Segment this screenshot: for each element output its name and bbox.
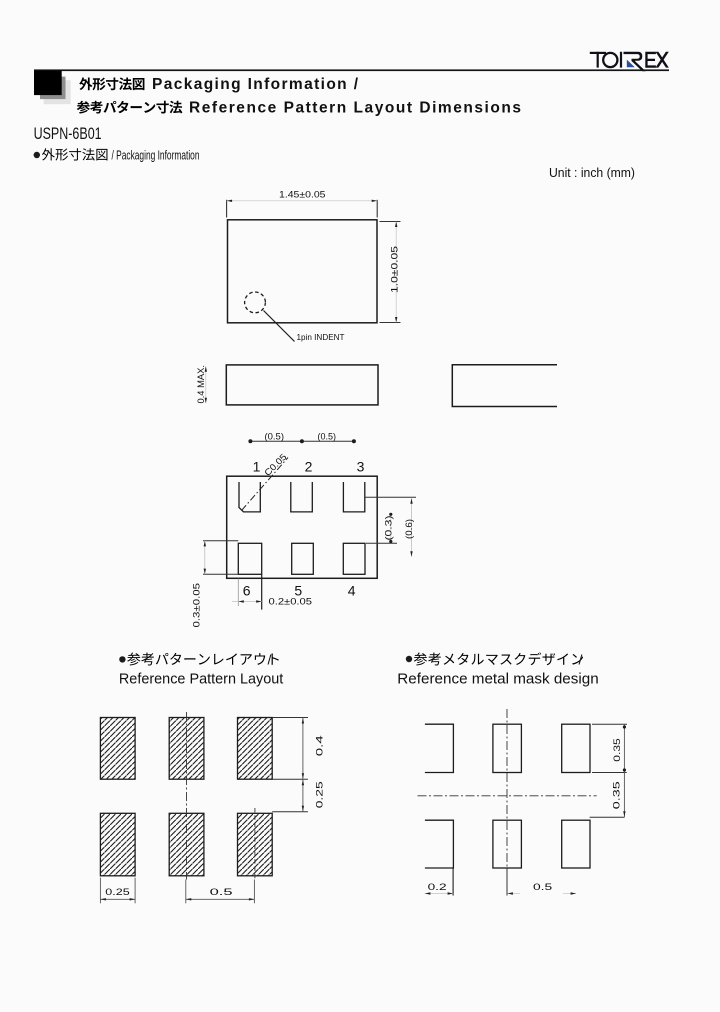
svg-text:Reference Pattern Layout: Reference Pattern Layout — [119, 671, 284, 688]
svg-text:(0.5): (0.5) — [265, 431, 285, 441]
svg-text:0.5: 0.5 — [533, 882, 552, 893]
svg-text:0.2±0.05: 0.2±0.05 — [269, 597, 313, 608]
svg-text:(0.6): (0.6) — [404, 519, 414, 539]
svg-text:2: 2 — [305, 459, 313, 475]
svg-text:0.5: 0.5 — [210, 887, 233, 898]
svg-text:0.2: 0.2 — [428, 882, 447, 893]
svg-text:1.0±0.05: 1.0±0.05 — [389, 246, 400, 293]
svg-text:0.35: 0.35 — [612, 738, 622, 761]
svg-text:/ Packaging Information: / Packaging Information — [112, 148, 200, 163]
svg-text:6: 6 — [243, 583, 251, 599]
svg-text:1.45±0.05: 1.45±0.05 — [279, 190, 326, 201]
svg-text:0.4: 0.4 — [315, 735, 326, 756]
svg-text:Packaging Information /: Packaging Information / — [152, 76, 359, 93]
svg-text:(0.5): (0.5) — [318, 431, 337, 441]
svg-text:1: 1 — [253, 459, 261, 475]
svg-text:1pin INDENT: 1pin INDENT — [297, 333, 345, 342]
svg-text:(0.3): (0.3) — [383, 516, 393, 541]
svg-text:0.35: 0.35 — [612, 781, 622, 809]
svg-text:Reference metal mask design: Reference metal mask design — [397, 671, 598, 688]
svg-text:4: 4 — [348, 583, 356, 599]
svg-text:0.3±0.05: 0.3±0.05 — [192, 583, 202, 628]
svg-text:Reference Pattern Layout Dimen: Reference Pattern Layout Dimensions — [189, 99, 521, 116]
svg-text:5: 5 — [294, 583, 302, 599]
svg-text:0.25: 0.25 — [315, 781, 326, 808]
svg-text:3: 3 — [357, 459, 365, 475]
svg-text:/: / — [579, 651, 583, 667]
svg-text:/: / — [268, 651, 272, 667]
svg-text:Unit : inch (mm): Unit : inch (mm) — [549, 165, 635, 180]
svg-text:0.4 MAX.: 0.4 MAX. — [196, 365, 206, 404]
svg-text:0.25: 0.25 — [105, 887, 129, 898]
svg-text:USPN-6B01: USPN-6B01 — [34, 124, 102, 143]
